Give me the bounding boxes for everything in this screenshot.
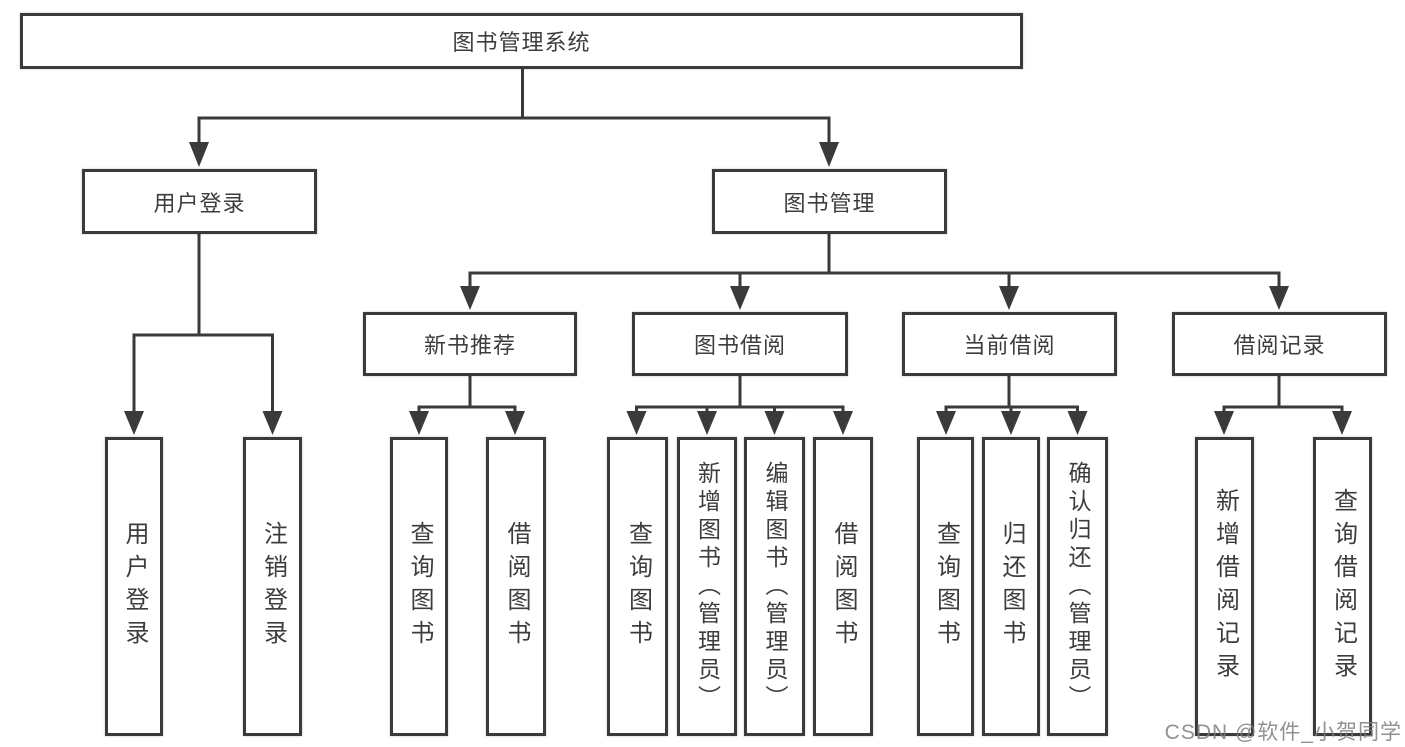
leaf-recommend-borrow-books-label: 借阅图书 bbox=[503, 520, 530, 653]
node-current-borrow: 当前借阅 bbox=[902, 312, 1117, 376]
leaf-add-borrow-record: 新增借阅记录 bbox=[1195, 437, 1254, 736]
leaf-user-login: 用户登录 bbox=[105, 437, 163, 736]
node-user-login: 用户登录 bbox=[82, 169, 317, 234]
node-book-management: 图书管理 bbox=[712, 169, 947, 234]
node-book-borrow-label: 图书借阅 bbox=[693, 333, 786, 358]
leaf-add-book-admin-label: 新增图书（管理员） bbox=[694, 460, 721, 713]
leaf-query-borrow-record-label: 查询借阅记录 bbox=[1329, 487, 1357, 686]
node-new-book-recommend-label: 新书推荐 bbox=[423, 333, 516, 358]
node-user-login-label: 用户登录 bbox=[153, 190, 246, 216]
node-book-management-label: 图书管理 bbox=[783, 190, 876, 216]
leaf-return-books: 归还图书 bbox=[982, 437, 1040, 736]
leaf-borrow-query-books-label: 查询图书 bbox=[624, 520, 652, 653]
leaf-borrow-borrow-books: 借阅图书 bbox=[813, 437, 873, 736]
leaf-recommend-borrow-books: 借阅图书 bbox=[486, 437, 546, 736]
node-root: 图书管理系统 bbox=[20, 13, 1023, 69]
leaf-add-borrow-record-label: 新增借阅记录 bbox=[1211, 487, 1239, 686]
leaf-borrow-query-books: 查询图书 bbox=[607, 437, 668, 736]
leaf-return-books-label: 归还图书 bbox=[998, 520, 1025, 653]
leaf-current-query-books: 查询图书 bbox=[917, 437, 974, 736]
node-root-label: 图书管理系统 bbox=[452, 30, 591, 55]
leaf-logout-login-label: 注销登录 bbox=[259, 520, 287, 653]
node-current-borrow-label: 当前借阅 bbox=[963, 333, 1056, 358]
leaf-edit-book-admin-label: 编辑图书（管理员） bbox=[762, 460, 788, 713]
leaf-current-query-books-label: 查询图书 bbox=[932, 520, 960, 653]
leaf-confirm-return-admin-label: 确认归还（管理员） bbox=[1065, 460, 1091, 713]
leaf-add-book-admin: 新增图书（管理员） bbox=[677, 437, 737, 736]
leaf-confirm-return-admin: 确认归还（管理员） bbox=[1047, 437, 1108, 736]
node-borrow-records: 借阅记录 bbox=[1172, 312, 1387, 376]
leaf-recommend-query-books-label: 查询图书 bbox=[406, 520, 433, 653]
leaf-query-borrow-record: 查询借阅记录 bbox=[1313, 437, 1372, 736]
node-borrow-records-label: 借阅记录 bbox=[1233, 333, 1326, 358]
node-new-book-recommend: 新书推荐 bbox=[363, 312, 577, 376]
leaf-edit-book-admin: 编辑图书（管理员） bbox=[744, 437, 805, 736]
leaf-user-login-label: 用户登录 bbox=[121, 520, 148, 653]
csdn-watermark: CSDN @软件_小贺同学 bbox=[1164, 721, 1402, 744]
node-book-borrow: 图书借阅 bbox=[632, 312, 848, 376]
leaf-borrow-borrow-books-label: 借阅图书 bbox=[830, 520, 857, 653]
leaf-recommend-query-books: 查询图书 bbox=[390, 437, 448, 736]
leaf-logout-login: 注销登录 bbox=[243, 437, 302, 736]
